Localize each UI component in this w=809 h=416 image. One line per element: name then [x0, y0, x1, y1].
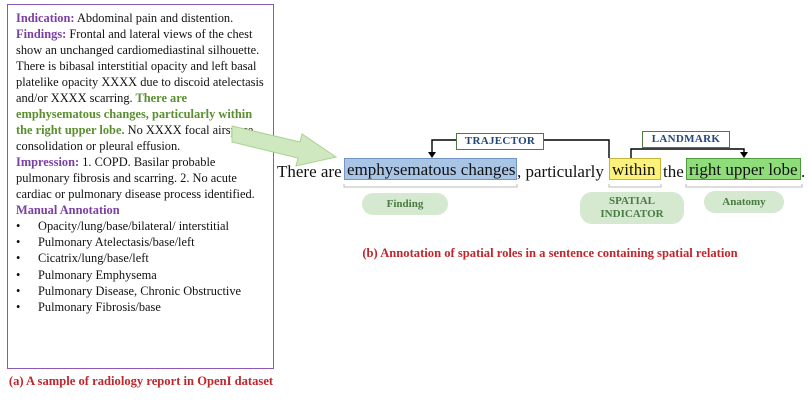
spatial-label-line-2: INDICATOR — [600, 208, 664, 220]
finding-underbracket — [343, 184, 518, 188]
pointer-arrow — [231, 125, 338, 167]
landmark-highlight: right upper lobe — [686, 158, 801, 180]
anatomy-label: Anatomy — [704, 191, 784, 213]
radiology-report-box: Indication: Abdominal pain and distentio… — [7, 4, 274, 369]
spatial-indicator-highlight: within — [609, 158, 661, 180]
manual-annotation-item: Pulmonary Fibrosis/base — [16, 299, 265, 315]
impression-label: Impression: — [16, 155, 80, 169]
findings-paragraph: Findings: Frontal and lateral views of t… — [16, 26, 265, 154]
indication-label: Indication: — [16, 11, 75, 25]
manual-annotation-item: Pulmonary Disease, Chronic Obstructive — [16, 283, 265, 299]
landmark-arrowhead — [740, 152, 748, 158]
findings-highlight-sentence: There are emphysematous changes, particu… — [16, 91, 253, 137]
spatial-label-line-1: SPATIAL — [608, 195, 656, 207]
caption-b: (b) Annotation of spatial roles in a sen… — [362, 246, 738, 260]
manual-annotation-item: Pulmonary Atelectasis/base/left — [16, 234, 265, 250]
manual-annotation-item: Cicatrix/lung/base/left — [16, 250, 265, 266]
trajector-arrowhead — [428, 152, 436, 158]
caption-a: (a) A sample of radiology report in Open… — [8, 374, 274, 388]
spatial-indicator-label: SPATIAL INDICATOR — [580, 192, 684, 224]
sentence-prefix: There are — [277, 162, 342, 181]
finding-label: Finding — [362, 193, 448, 215]
anatomy-underbracket — [685, 184, 803, 188]
manual-annotation-heading: Manual Annotation — [16, 203, 120, 217]
manual-annotation-item: Opacity/lung/base/bilateral/ interstitia… — [16, 218, 265, 234]
landmark-connector — [630, 148, 745, 158]
manual-annotation-list: Opacity/lung/base/bilateral/ interstitia… — [16, 218, 265, 315]
findings-label: Findings: — [16, 27, 67, 41]
indicator-underbracket — [608, 184, 662, 188]
sentence-period: . — [801, 162, 806, 181]
findings-text: Frontal and lateral views of the chest s… — [16, 27, 264, 105]
indication-text: Abdominal pain and distention. — [74, 11, 234, 25]
sentence-the: the — [663, 162, 684, 181]
indication-paragraph: Indication: Abdominal pain and distentio… — [16, 10, 265, 26]
impression-text: 1. COPD. Basilar probable pulmonary fibr… — [16, 155, 255, 201]
trajector-tag: TRAJECTOR — [456, 133, 544, 150]
impression-paragraph: Impression: 1. COPD. Basilar probable pu… — [16, 154, 265, 202]
trajector-highlight: emphysematous changes — [344, 158, 517, 180]
sentence-middle: , particularly — [517, 162, 604, 181]
landmark-tag: LANDMARK — [642, 131, 730, 148]
findings-tail: No XXXX focal airspace consolidation or … — [16, 123, 254, 153]
manual-annotation-item: Pulmonary Emphysema — [16, 267, 265, 283]
